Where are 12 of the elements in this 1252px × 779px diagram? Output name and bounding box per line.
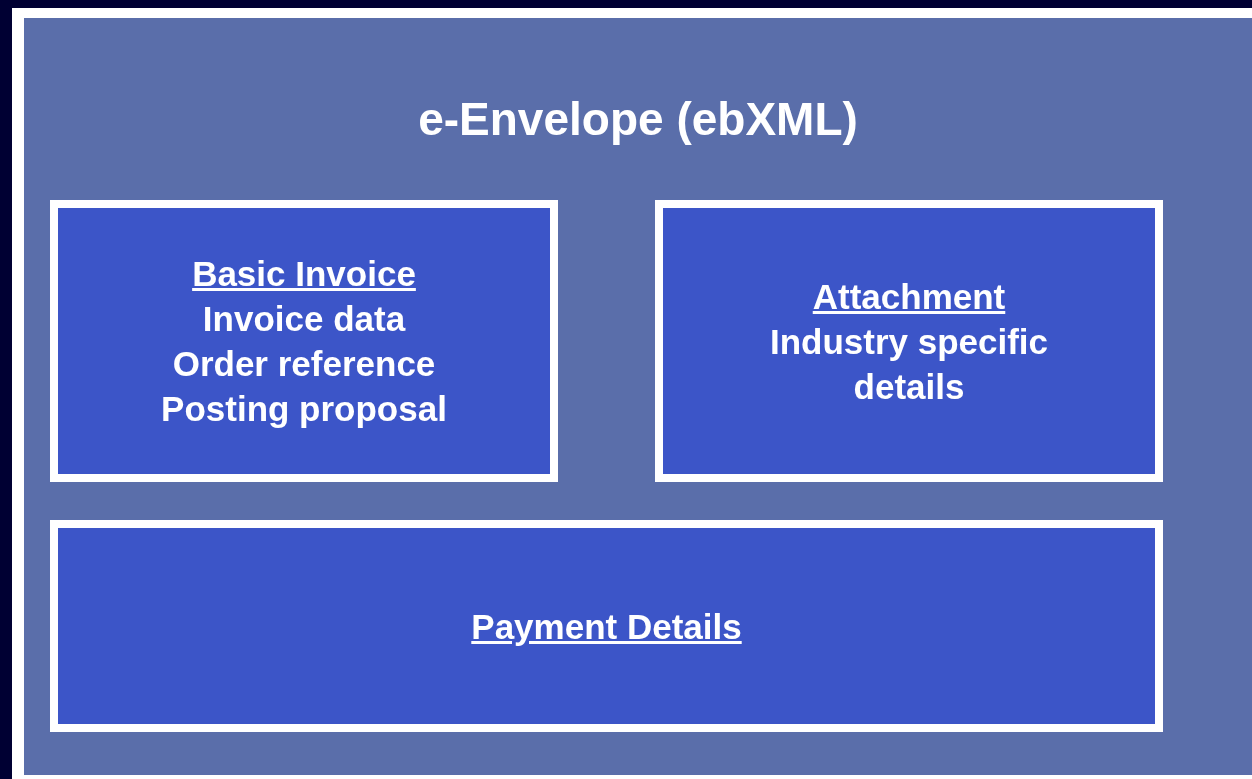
section-box [50,200,558,482]
section-text: Posting proposal [161,388,447,430]
envelope-title: e-Envelope (ebXML) [417,92,859,146]
envelope-panel [24,18,1252,775]
section-text: Order reference [172,343,436,385]
section-heading: Payment Details [471,605,742,648]
section-text: Invoice data [202,298,406,340]
section-heading: Attachment [812,275,1006,318]
section-text: Industry specific details [768,320,1050,408]
section-heading: Basic Invoice [192,253,416,295]
section-box [50,520,1163,732]
section-box [655,200,1163,482]
